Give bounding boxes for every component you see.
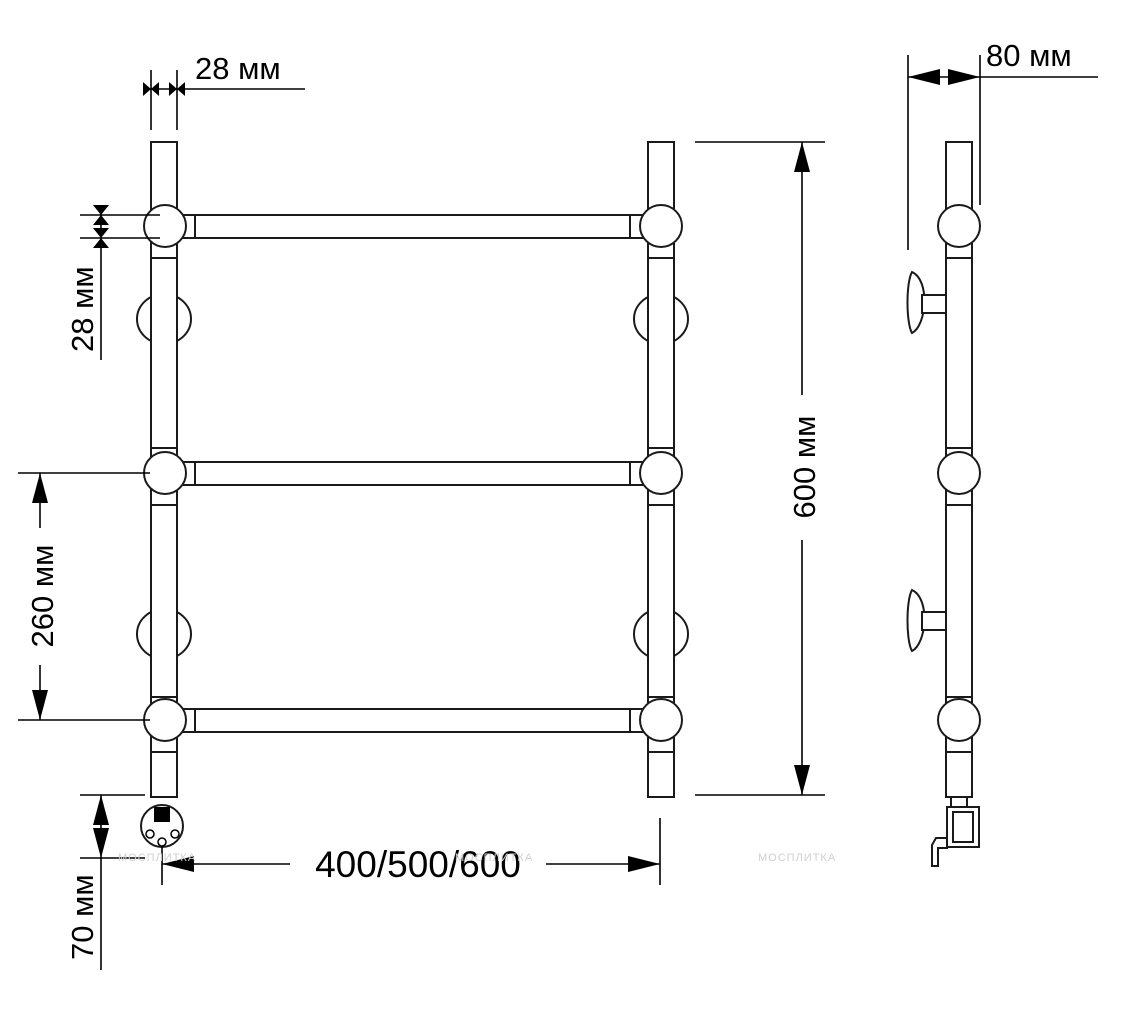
heating-element-side — [931, 796, 980, 867]
rung-top — [163, 214, 662, 239]
heating-element — [140, 804, 184, 858]
front-view — [136, 141, 689, 858]
side-bracket — [906, 588, 926, 653]
joint — [143, 698, 187, 742]
joint — [143, 451, 187, 495]
label-pipe-diameter-top: 28 мм — [195, 51, 281, 86]
watermarks: МОСПЛИТКА МОСПЛИТКА МОСПЛИТКА — [118, 852, 836, 864]
joint — [639, 698, 683, 742]
side-bracket — [906, 270, 926, 335]
joint — [937, 451, 981, 495]
label-bottom-offset: 70 мм — [65, 874, 100, 960]
label-rung-spacing: 260 мм — [25, 545, 60, 648]
watermark: МОСПЛИТКА — [758, 852, 836, 864]
label-height: 600 мм — [787, 416, 822, 519]
dimension-labels: 28 мм 80 мм 28 мм 600 мм 260 мм 70 мм 40… — [25, 38, 1072, 960]
joint — [639, 451, 683, 495]
label-pipe-diameter-side: 28 мм — [65, 266, 100, 352]
side-view — [906, 141, 981, 867]
watermark: МОСПЛИТКА — [118, 852, 196, 864]
rung-bottom — [163, 708, 662, 733]
label-wall-offset: 80 мм — [986, 38, 1072, 73]
rung-middle — [163, 461, 662, 486]
joint — [639, 204, 683, 248]
joint — [143, 204, 187, 248]
watermark: МОСПЛИТКА — [455, 852, 533, 864]
joint — [937, 204, 981, 248]
label-width: 400/500/600 — [315, 844, 521, 885]
dimension-lines — [18, 55, 1098, 970]
post-seams — [151, 257, 674, 753]
joint — [937, 698, 981, 742]
